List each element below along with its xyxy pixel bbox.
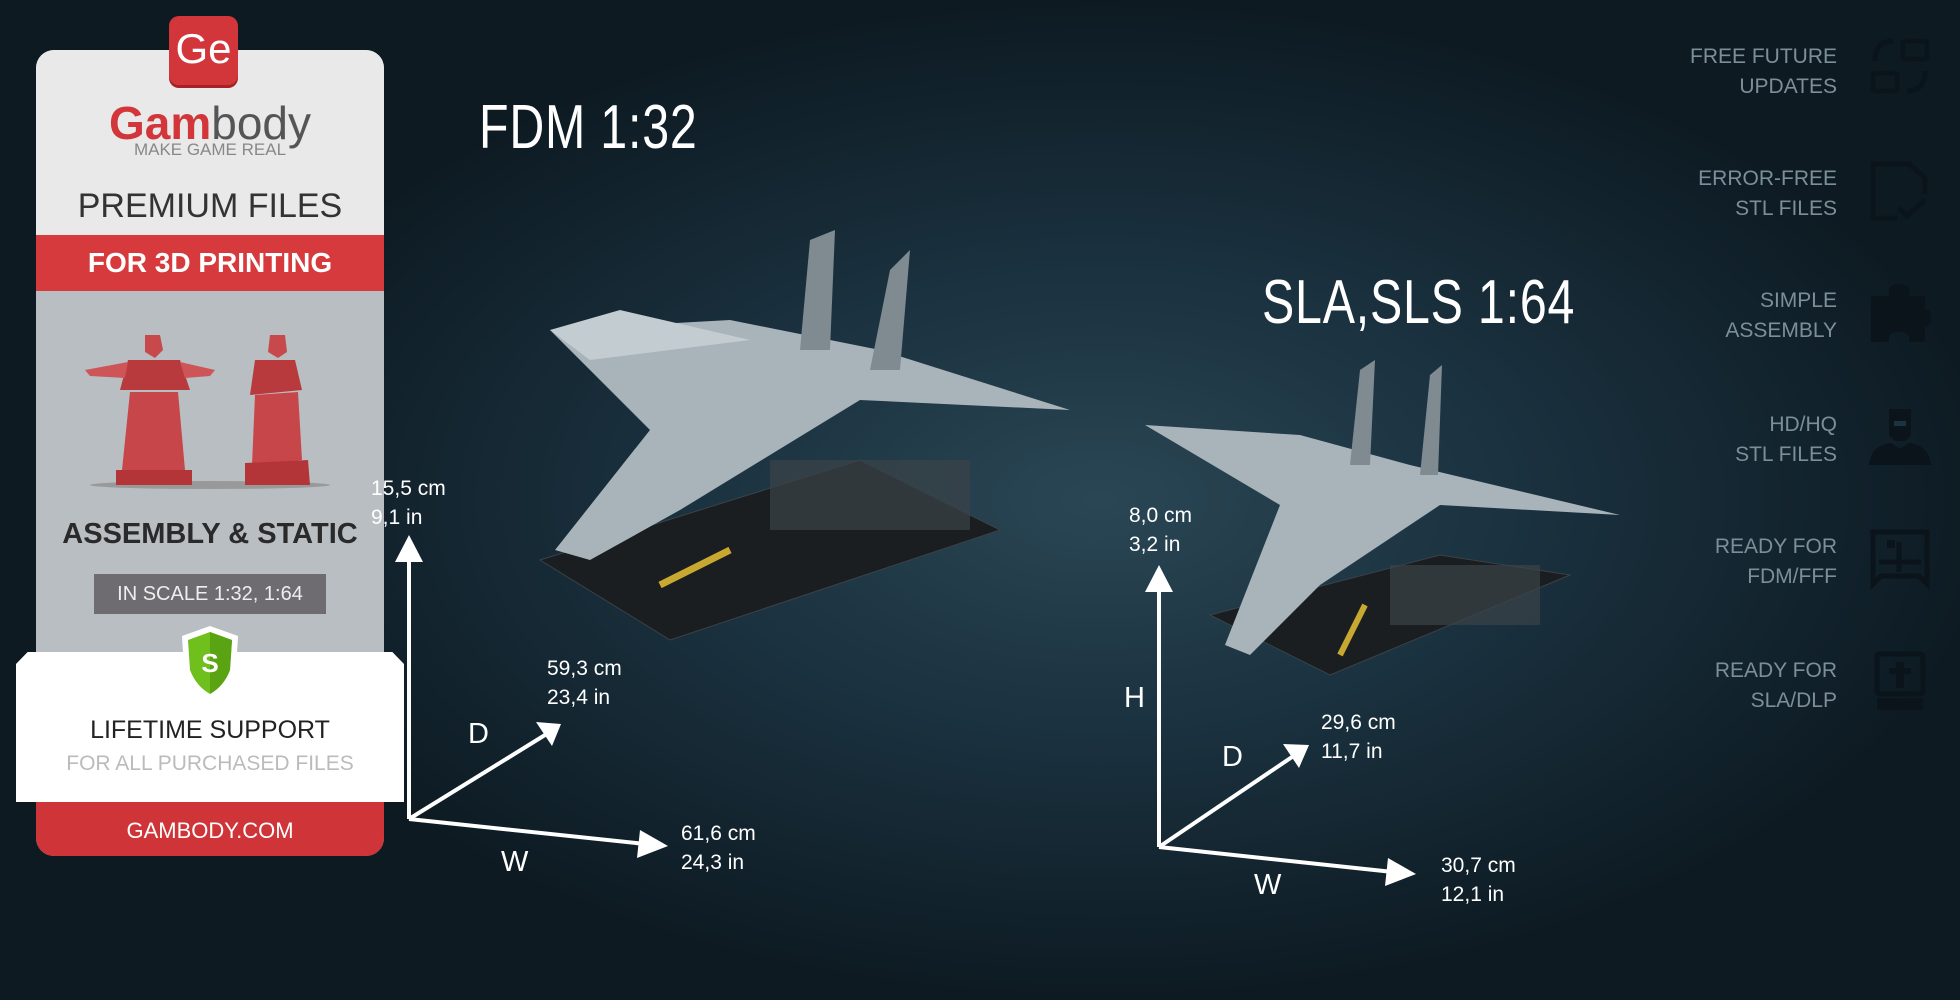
feature-line-1: FREE FUTURE: [1690, 45, 1837, 68]
premium-files-heading: PREMIUM FILES: [77, 187, 343, 225]
feature-fdm: READY FOR FDM/FFF: [1715, 532, 1837, 592]
scale-badge: IN SCALE 1:32, 1:64: [94, 574, 326, 614]
shield-letter: S: [201, 648, 218, 678]
gambody-logo-mark: Ge: [169, 16, 238, 85]
feature-line-2: STL FILES: [1735, 197, 1837, 220]
fdm-height-label: 15,5 cm 9,1 in: [371, 474, 446, 532]
feature-sla: READY FOR SLA/DLP: [1715, 656, 1837, 716]
brand-rest: body: [211, 97, 311, 149]
feature-hd-hq: HD/HQ STL FILES: [1735, 410, 1837, 470]
fdm-height-in: 9,1 in: [371, 506, 423, 529]
feature-free-updates: FREE FUTURE UPDATES: [1690, 42, 1837, 102]
fdm-depth-in: 23,4 in: [547, 686, 611, 709]
sla-depth-cm: 29,6 cm: [1321, 711, 1396, 734]
sla-aircraft-model: [1145, 360, 1620, 676]
sla-height-in: 3,2 in: [1129, 533, 1181, 556]
figurines-illustration: [85, 335, 330, 489]
sla-height-axis-letter: H: [1124, 682, 1145, 714]
feature-line-1: READY FOR: [1714, 535, 1837, 558]
brand-red: Gam: [108, 97, 212, 149]
sla-depth-arrow: [1157, 755, 1294, 849]
updates-icon: [1870, 38, 1930, 94]
sla-width-in: 12,1 in: [1441, 883, 1505, 906]
assembly-static-heading: ASSEMBLY & STATIC: [62, 518, 358, 550]
feature-line-1: ERROR-FREE: [1698, 167, 1837, 190]
sla-width-axis-letter: W: [1254, 869, 1282, 901]
fdm-width-axis-letter: W: [501, 846, 529, 878]
sla-depth-axis-letter: D: [1222, 741, 1243, 773]
hero-bust-icon: [1869, 409, 1931, 465]
sla-height-label: 8,0 cm 3,2 in: [1129, 501, 1192, 559]
feature-error-free: ERROR-FREE STL FILES: [1698, 164, 1837, 224]
sla-depth-in: 11,7 in: [1321, 740, 1383, 763]
feature-line-1: READY FOR: [1714, 659, 1837, 682]
sla-width-arrow: [1158, 845, 1394, 874]
feature-line-2: SLA/DLP: [1750, 689, 1837, 712]
fdm-depth-arrow: [407, 733, 547, 821]
feature-line-1: HD/HQ: [1769, 413, 1837, 436]
sla-width-cm: 30,7 cm: [1441, 854, 1516, 877]
feature-line-2: STL FILES: [1735, 443, 1837, 466]
lifetime-support-title: LIFETIME SUPPORT: [90, 716, 330, 744]
fdm-depth-label: 59,3 cm 23,4 in: [547, 654, 622, 712]
puzzle-icon: [1871, 284, 1931, 342]
gambody-site-link[interactable]: GAMBODY.COM: [36, 802, 384, 856]
fdm-aircraft-model: [538, 230, 1070, 641]
feature-line-2: UPDATES: [1739, 75, 1837, 98]
fdm-width-cm: 61,6 cm: [681, 822, 756, 845]
sla-scale-title: SLA,SLS 1:64: [1262, 268, 1576, 337]
feature-simple-assembly: SIMPLE ASSEMBLY: [1725, 286, 1837, 346]
sla-printer-icon: [1874, 651, 1926, 710]
fdm-printer-icon: [1870, 529, 1930, 590]
fdm-depth-cm: 59,3 cm: [547, 657, 622, 680]
tagline: MAKE GAME REAL: [133, 140, 287, 159]
fdm-height-cm: 15,5 cm: [371, 477, 446, 500]
shield-icon: S: [182, 626, 238, 700]
fdm-width-arrow: [408, 817, 646, 846]
fdm-scale-title: FDM 1:32: [479, 93, 698, 162]
lifetime-support-subtitle: FOR ALL PURCHASED FILES: [66, 752, 354, 775]
feature-line-2: ASSEMBLY: [1725, 319, 1837, 342]
fdm-depth-axis-letter: D: [468, 718, 489, 750]
file-check-icon: [1870, 161, 1928, 221]
gambody-wordmark: Gambody: [36, 96, 384, 150]
sla-width-label: 30,7 cm 12,1 in: [1441, 851, 1516, 909]
feature-line-2: FDM/FFF: [1747, 565, 1837, 588]
fdm-width-label: 61,6 cm 24,3 in: [681, 819, 756, 877]
feature-line-1: SIMPLE: [1759, 289, 1837, 312]
fdm-width-in: 24,3 in: [681, 851, 745, 874]
sla-height-cm: 8,0 cm: [1129, 504, 1193, 527]
sla-depth-label: 29,6 cm 11,7 in: [1321, 708, 1396, 766]
for-3d-printing-banner: FOR 3D PRINTING: [36, 235, 384, 291]
